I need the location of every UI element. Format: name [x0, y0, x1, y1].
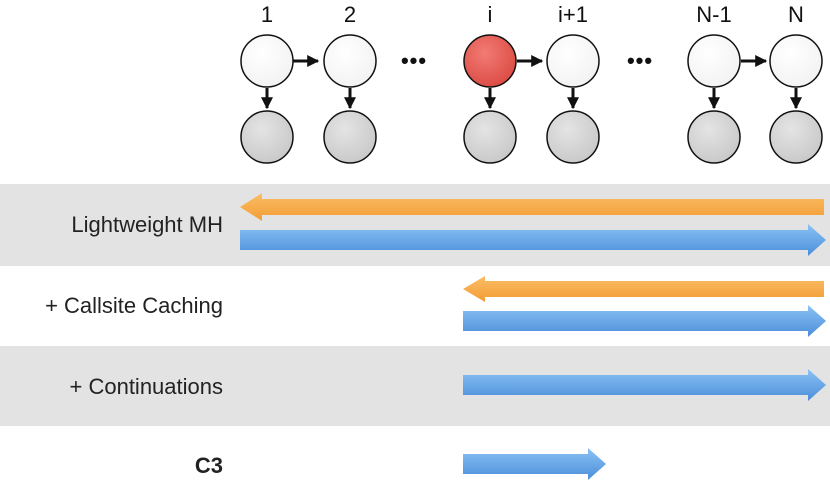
latent-node-n1	[687, 34, 741, 88]
observed-node-n	[769, 110, 823, 164]
node-label-n1: N-1	[696, 2, 731, 27]
row-label-continuations: + Continuations	[69, 374, 224, 399]
node-label-2: 2	[344, 2, 356, 27]
latent-node-i-highlighted	[463, 34, 517, 88]
chain-ellipsis-1: •••	[401, 48, 427, 73]
row-label-lightweight-mh: Lightweight MH	[71, 212, 223, 237]
backward-arrow-lightweight-mh	[240, 193, 824, 221]
forward-arrow-lightweight-mh	[240, 224, 826, 256]
node-label-1: 1	[261, 2, 273, 27]
forward-arrow-c3	[463, 448, 606, 480]
node-label-i1: i+1	[558, 2, 588, 27]
node-label-n: N	[788, 2, 804, 27]
forward-arrow-callsite-caching	[463, 305, 826, 337]
observed-node-1	[240, 110, 294, 164]
row-label-c3: C3	[194, 453, 223, 478]
latent-node-n	[769, 34, 823, 88]
observed-node-2	[323, 110, 377, 164]
observed-node-i	[463, 110, 517, 164]
row-label-callsite-caching: + Callsite Caching	[45, 293, 223, 318]
node-label-i: i	[488, 2, 493, 27]
observed-node-i1	[546, 110, 600, 164]
observed-node-n1	[687, 110, 741, 164]
latent-node-i1	[546, 34, 600, 88]
backward-arrow-callsite-caching	[463, 276, 824, 302]
latent-node-1	[240, 34, 294, 88]
forward-arrow-continuations	[463, 369, 826, 401]
chain-ellipsis-2: •••	[627, 48, 653, 73]
row-band-lightweight-mh	[0, 184, 830, 266]
latent-node-2	[323, 34, 377, 88]
